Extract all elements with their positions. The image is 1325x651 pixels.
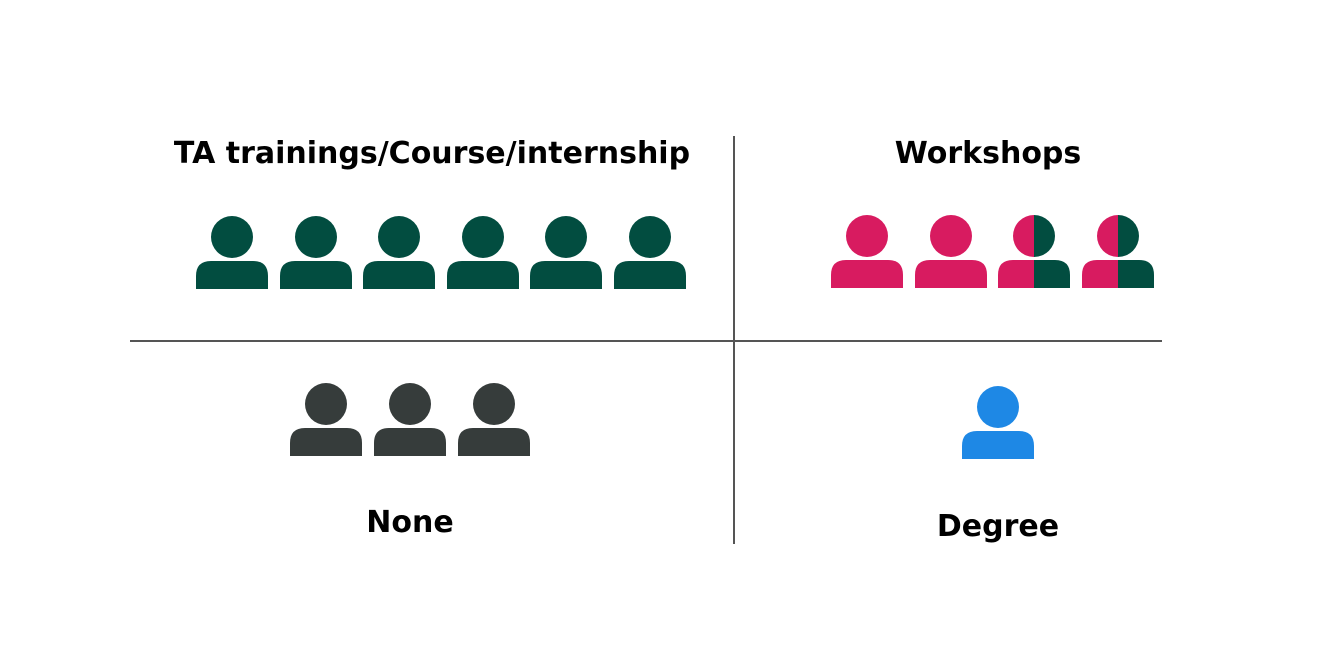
person-icon — [1082, 215, 1155, 288]
person-icon — [279, 216, 352, 289]
person-icon — [914, 215, 987, 288]
quadrant-title-degree: Degree — [936, 509, 1060, 544]
person-icon — [530, 216, 602, 289]
person-icon — [962, 386, 1034, 459]
person-icon — [998, 215, 1071, 288]
person-icon — [831, 215, 903, 288]
person-icon — [446, 216, 519, 289]
quadrant-title-none: None — [366, 505, 454, 540]
vertical-divider — [733, 136, 735, 544]
person-icon — [374, 383, 446, 456]
person-icon — [613, 216, 686, 289]
person-icon — [458, 383, 530, 456]
horizontal-divider — [130, 340, 1162, 342]
quadrant-title-training: TA trainings/Course/internship — [173, 136, 691, 171]
person-icon — [363, 216, 435, 289]
person-icon — [196, 216, 268, 289]
quadrant-title-workshops: Workshops — [894, 136, 1082, 171]
person-icon — [290, 383, 362, 456]
